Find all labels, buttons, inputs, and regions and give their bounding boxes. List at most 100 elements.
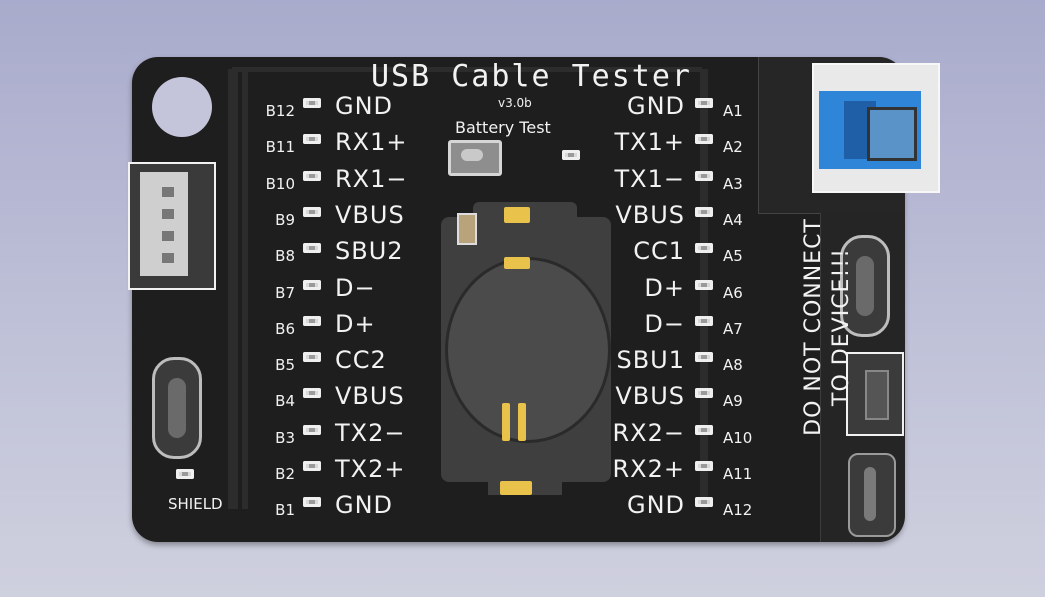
usb-mini-connector[interactable] [846, 352, 904, 436]
pin-id: B9 [275, 210, 295, 229]
pin-led [695, 388, 713, 399]
pin-led [303, 424, 321, 435]
pin-led [303, 206, 321, 217]
pin-led [695, 497, 713, 508]
usb-a-pin [162, 253, 174, 263]
pin-name: RX1− [335, 164, 408, 193]
pin-led [695, 243, 713, 254]
pin-name: VBUS [335, 200, 405, 229]
pin-id: B6 [275, 319, 295, 338]
pin-led [695, 352, 713, 363]
usb-micro-connector[interactable] [848, 453, 896, 537]
pin-led [695, 170, 713, 181]
pin-id: B3 [275, 428, 295, 447]
pin-id: B7 [275, 283, 295, 302]
pin-id: A12 [723, 501, 753, 520]
pin-name: SBU2 [335, 237, 404, 266]
pin-led [303, 315, 321, 326]
pin-name: TX2+ [335, 455, 406, 483]
warning-line-2: TO DEVICE!!! [829, 248, 854, 406]
pin-id: B10 [265, 174, 295, 193]
usb-b-insert-tab [867, 107, 917, 161]
pin-led [695, 134, 713, 145]
pin-id: A1 [723, 102, 743, 120]
pin-id: A2 [723, 138, 743, 157]
pin-led [695, 461, 713, 471]
pin-id: A10 [723, 428, 753, 447]
left-trace-bundle [228, 69, 238, 509]
pin-led [303, 388, 321, 399]
pin-led [303, 352, 321, 363]
shield-label: SHIELD [168, 495, 223, 513]
usb-c-connector-right[interactable] [840, 235, 890, 337]
pin-name: D+ [335, 309, 376, 338]
pin-led [303, 243, 321, 254]
pin-id: B12 [265, 102, 295, 120]
pin-name: GND [626, 491, 685, 520]
pcb-board: USB Cable Tester v3.0b Battery Test SHIE… [128, 57, 940, 542]
board-title: USB Cable Tester [371, 59, 692, 94]
mounting-hole [152, 77, 212, 137]
usb-a-pin [162, 209, 174, 219]
pin-name: VBUS [615, 200, 685, 229]
pin-id: A7 [723, 319, 743, 338]
battery-pad-contact [518, 403, 526, 441]
usb-a-pin [162, 231, 174, 241]
pin-name: GND [335, 491, 394, 520]
pin-id: A6 [723, 283, 743, 302]
pin-name: GND [335, 92, 394, 120]
pin-name: TX1+ [614, 128, 685, 157]
battery-pad-contact [502, 403, 510, 441]
pin-led [695, 424, 713, 435]
pin-name: VBUS [335, 382, 405, 411]
board-version: v3.0b [498, 96, 532, 110]
pin-name: GND [626, 92, 685, 120]
pin-name: TX2− [335, 418, 406, 447]
pin-name: D− [644, 309, 685, 338]
pin-id: B8 [275, 247, 295, 266]
shield-led [176, 469, 194, 479]
pin-led [695, 279, 713, 290]
pin-name: D− [335, 273, 376, 302]
pin-id: B2 [275, 465, 295, 483]
pin-led [303, 279, 321, 290]
warning-line-1: DO NOT CONNECT [801, 218, 826, 436]
pin-name: D+ [644, 273, 685, 302]
battery-test-led [562, 150, 580, 160]
usb-a-pin [162, 187, 174, 197]
pin-id: B4 [275, 392, 295, 411]
pin-id: A5 [723, 247, 743, 266]
pin-id: A8 [723, 356, 743, 375]
pin-name: CC2 [335, 346, 387, 375]
pin-id: A3 [723, 174, 743, 193]
pin-led [303, 98, 321, 108]
pin-id: B1 [275, 501, 295, 520]
pin-led [695, 98, 713, 108]
pin-name: SBU1 [616, 346, 685, 375]
pin-led [695, 206, 713, 217]
pin-name: RX2− [612, 418, 685, 447]
pin-name: VBUS [615, 382, 685, 411]
pin-led [303, 497, 321, 508]
pin-led [303, 170, 321, 181]
pin-led [303, 461, 321, 471]
pin-id: B11 [265, 138, 295, 157]
resistor [457, 213, 477, 245]
pin-name: TX1− [614, 164, 685, 193]
pin-id: A9 [723, 392, 743, 411]
pin-name: CC1 [633, 237, 685, 266]
coin-cell-socket [445, 257, 611, 443]
usb-c-connector-left[interactable] [152, 357, 202, 459]
battery-test-button[interactable] [448, 140, 502, 176]
top-trace [232, 67, 702, 72]
battery-pad-top [504, 207, 530, 223]
pin-id: B5 [275, 356, 295, 375]
battery-test-label: Battery Test [455, 118, 551, 137]
pin-id: A11 [723, 465, 753, 483]
left-trace-bundle-2 [242, 69, 248, 509]
pin-led [695, 315, 713, 326]
battery-pad-bottom [500, 481, 532, 495]
pin-led [303, 134, 321, 145]
pin-name: RX1+ [335, 128, 408, 157]
battery-pad-mid [504, 257, 530, 269]
